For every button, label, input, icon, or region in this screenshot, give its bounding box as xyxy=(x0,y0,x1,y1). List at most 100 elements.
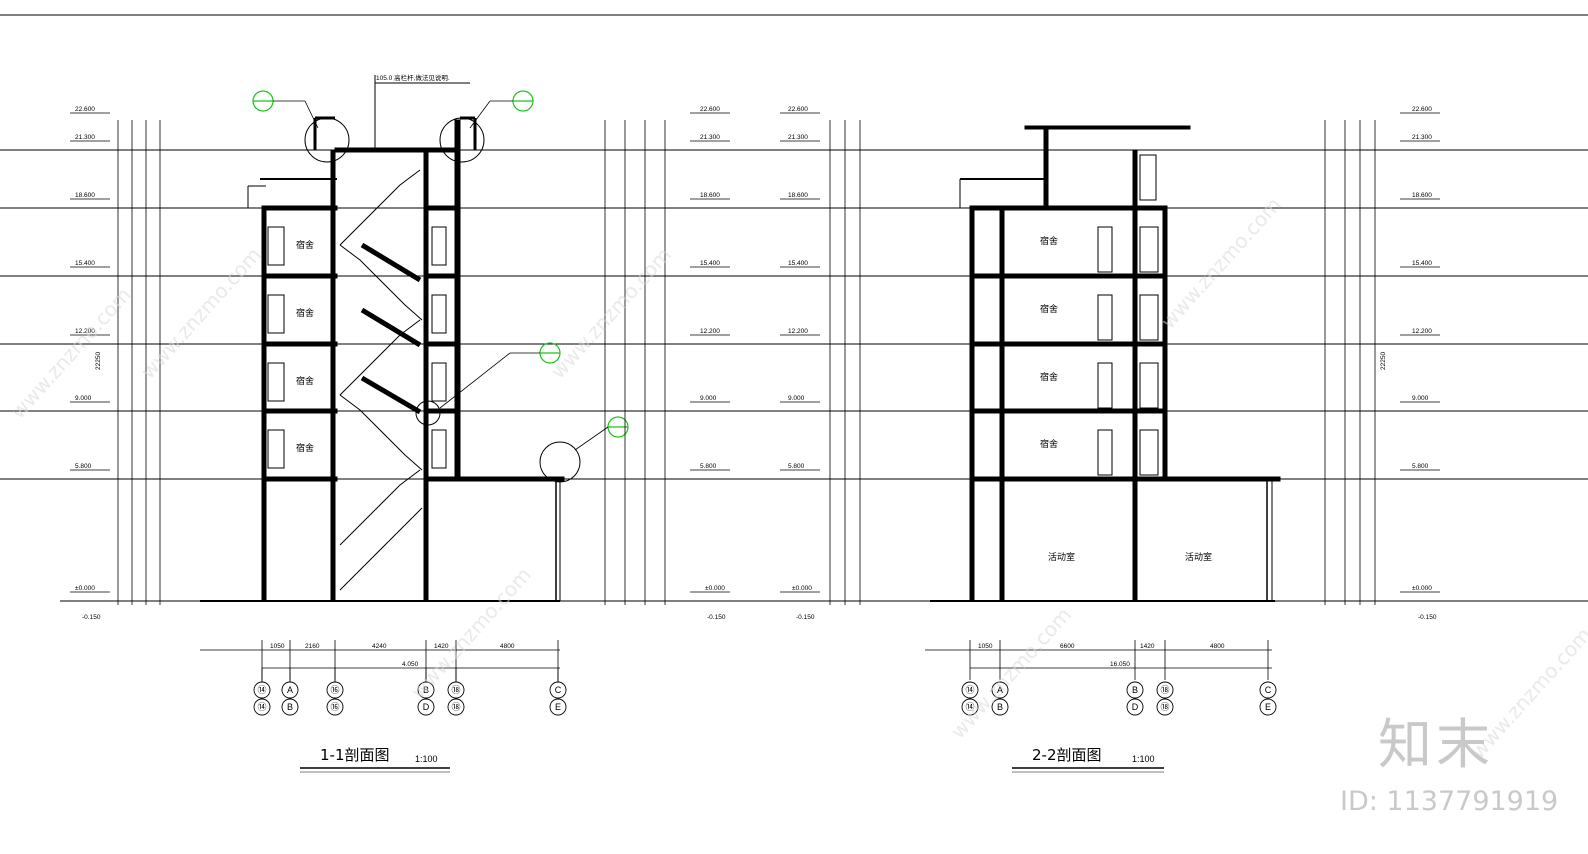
svg-text:5.800: 5.800 xyxy=(1412,463,1429,470)
floor-datum-lines xyxy=(0,149,1588,602)
svg-text:21.300: 21.300 xyxy=(75,134,95,141)
room-label: 宿舍 xyxy=(1040,371,1058,382)
level-labels-left: 22.600 21.300 18.600 15.400 12.200 9.000… xyxy=(75,106,101,621)
svg-text:E: E xyxy=(1265,702,1271,712)
svg-text:22.600: 22.600 xyxy=(788,106,808,113)
svg-text:www.znzmo.com: www.znzmo.com xyxy=(136,243,266,384)
svg-text:9.000: 9.000 xyxy=(788,395,805,402)
watermark-layer: www.znzmo.com www.znzmo.com www.znzmo.co… xyxy=(6,193,1588,764)
axis-labels-2: ⑭ A B ⑱ C ⑭ B D ⑱ E xyxy=(965,685,1271,712)
svg-text:9.000: 9.000 xyxy=(1412,395,1429,402)
svg-text:±0.000: ±0.000 xyxy=(705,585,725,592)
svg-text:C: C xyxy=(1265,685,1272,695)
svg-text:⑱: ⑱ xyxy=(451,702,460,712)
dimension-ladder-mid xyxy=(604,112,730,605)
level-markers-left xyxy=(70,112,110,593)
railing-note: 105.0 高栏杆,做法见说明. xyxy=(376,73,450,82)
room-label: 宿舍 xyxy=(1040,235,1058,246)
level-labels-left2: 22.600 21.300 18.600 15.400 12.200 9.000… xyxy=(788,106,815,621)
room-label: 宿舍 xyxy=(296,442,314,453)
svg-text:-0.150: -0.150 xyxy=(1418,614,1437,621)
svg-text:⑱: ⑱ xyxy=(451,685,460,695)
svg-text:B: B xyxy=(997,702,1003,712)
svg-text:21.300: 21.300 xyxy=(788,134,808,141)
svg-text:22.600: 22.600 xyxy=(700,106,720,113)
svg-text:⑭: ⑭ xyxy=(965,702,974,712)
svg-text:-0.150: -0.150 xyxy=(796,614,815,621)
svg-text:5.800: 5.800 xyxy=(788,463,805,470)
svg-text:22.600: 22.600 xyxy=(75,106,95,113)
dim: 2160 xyxy=(305,643,320,650)
asset-id: ID: 1137791919 xyxy=(1340,786,1559,817)
svg-text:www.znzmo.com: www.znzmo.com xyxy=(1156,193,1286,334)
section-title: 2-2剖面图 xyxy=(1032,746,1102,764)
building-outline xyxy=(200,75,565,602)
callout-leaders xyxy=(273,100,609,451)
section-scale: 1:100 xyxy=(1132,754,1155,764)
svg-text:www.znzmo.com: www.znzmo.com xyxy=(546,243,676,384)
svg-text:±0.000: ±0.000 xyxy=(75,585,95,592)
dim: 4240 xyxy=(372,643,387,650)
svg-text:12.200: 12.200 xyxy=(700,328,720,335)
svg-text:-0.150: -0.150 xyxy=(707,614,726,621)
dimension-ladder xyxy=(117,120,161,605)
ground-room-label: 活动室 xyxy=(1185,551,1212,562)
svg-text:A: A xyxy=(287,685,293,695)
svg-text:18.600: 18.600 xyxy=(700,192,720,199)
svg-text:21.300: 21.300 xyxy=(700,134,720,141)
svg-text:18.600: 18.600 xyxy=(75,192,95,199)
svg-text:15.400: 15.400 xyxy=(700,260,720,267)
svg-text:⑱: ⑱ xyxy=(1160,685,1169,695)
svg-text:⑭: ⑭ xyxy=(257,685,266,695)
svg-text:www.znzmo.com: www.znzmo.com xyxy=(946,603,1076,744)
svg-text:9.000: 9.000 xyxy=(75,395,92,402)
svg-text:15.400: 15.400 xyxy=(1412,260,1432,267)
dim: 4800 xyxy=(1210,643,1225,650)
svg-text:E: E xyxy=(555,702,561,712)
svg-text:9.000: 9.000 xyxy=(700,395,717,402)
dim: 6600 xyxy=(1060,643,1075,650)
svg-text:⑭: ⑭ xyxy=(257,702,266,712)
section-title: 1-1剖面图 xyxy=(320,746,390,764)
svg-text:±0.000: ±0.000 xyxy=(792,585,812,592)
svg-text:12.200: 12.200 xyxy=(75,328,95,335)
svg-text:12.200: 12.200 xyxy=(788,328,808,335)
svg-text:⑯: ⑯ xyxy=(330,702,339,712)
svg-text:D: D xyxy=(1132,702,1139,712)
total-height: 22250 xyxy=(1380,352,1387,370)
svg-text:B: B xyxy=(1132,685,1138,695)
svg-text:A: A xyxy=(997,685,1003,695)
ground-room-label: 活动室 xyxy=(1048,551,1075,562)
svg-text:18.600: 18.600 xyxy=(788,192,808,199)
svg-text:-0.150: -0.150 xyxy=(82,614,101,621)
detail-circles xyxy=(304,117,581,483)
room-label: 宿舍 xyxy=(1040,438,1058,449)
room-doors-2 xyxy=(1097,226,1159,476)
dimension-ladder-right xyxy=(1324,112,1440,605)
dim: 1050 xyxy=(270,643,285,650)
building-outline-2 xyxy=(930,125,1281,602)
total-height: 22250 xyxy=(95,352,102,370)
room-label: 宿舍 xyxy=(1040,303,1058,314)
section-2-2: 宿舍 宿舍 宿舍 宿舍 活动室 活动室 22.600 21.300 18.600… xyxy=(780,106,1440,773)
svg-text:15.400: 15.400 xyxy=(75,260,95,267)
axis-bubbles xyxy=(253,668,567,716)
room-doors xyxy=(267,226,447,469)
svg-text:18.600: 18.600 xyxy=(1412,192,1432,199)
svg-text:⑯: ⑯ xyxy=(330,685,339,695)
svg-text:D: D xyxy=(423,702,430,712)
svg-text:C: C xyxy=(555,685,562,695)
dim: 1050 xyxy=(978,643,993,650)
svg-text:5.800: 5.800 xyxy=(700,463,717,470)
axis-labels: ⑭ A ⑯ B ⑱ C ⑭ B ⑯ D ⑱ E xyxy=(257,685,561,712)
room-label: 宿舍 xyxy=(296,307,314,318)
axis-bubbles-2 xyxy=(961,681,1277,716)
dim: 1420 xyxy=(434,643,449,650)
dim: 4800 xyxy=(500,643,515,650)
svg-text:±0.000: ±0.000 xyxy=(1412,585,1432,592)
room-label: 宿舍 xyxy=(296,375,314,386)
dimension-ladder-left2 xyxy=(780,112,861,605)
svg-text:⑱: ⑱ xyxy=(1160,702,1169,712)
total-dim: 4.050 xyxy=(402,661,419,668)
